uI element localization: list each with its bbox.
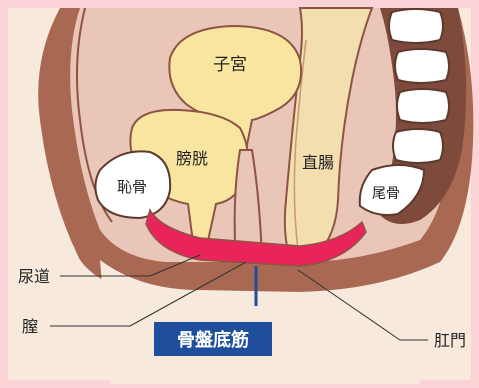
label-vagina: 膣 — [22, 317, 38, 336]
vertebra-3 — [397, 89, 449, 123]
label-anus: 肛門 — [434, 331, 466, 350]
label-pelvic-floor: 骨盤底筋 — [177, 329, 249, 351]
vertebra-2 — [395, 49, 449, 83]
label-bladder: 膀胱 — [176, 149, 208, 168]
label-rectum: 直腸 — [302, 153, 334, 172]
label-uterus: 子宮 — [213, 55, 247, 75]
label-pubic-bone: 恥骨 — [117, 178, 147, 196]
label-urethra: 尿道 — [18, 267, 50, 286]
label-coccyx: 尾骨 — [372, 186, 400, 202]
vertebra-4 — [393, 129, 443, 163]
vertebra-1 — [389, 9, 443, 43]
